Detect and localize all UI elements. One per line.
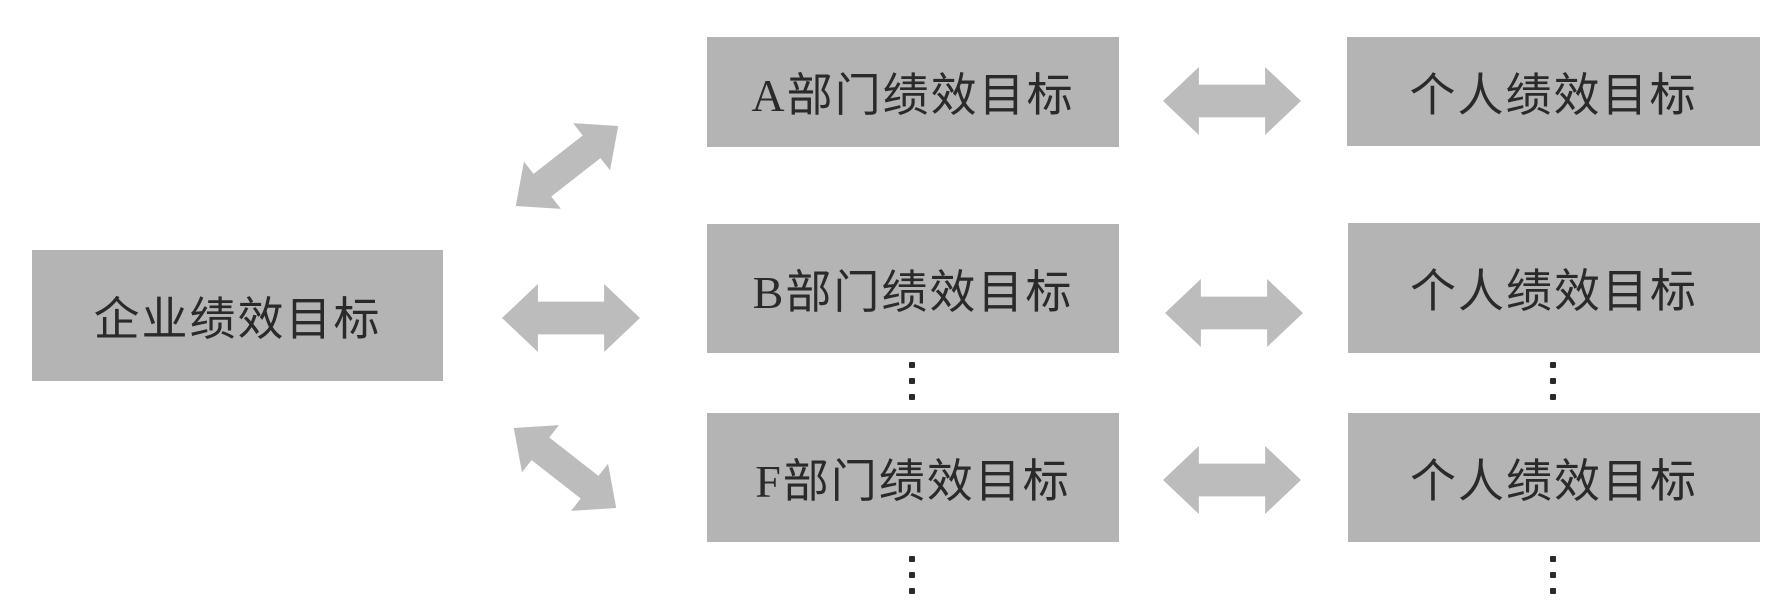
enterprise-goal-box: 企业绩效目标: [32, 250, 443, 381]
double-arrow-icon-enterprise-deptF: [495, 404, 634, 531]
individual-goal-label-3: 个人绩效目标: [1410, 455, 1698, 507]
double-arrow-icon-deptB-individual: [1165, 279, 1303, 347]
ellipsis-dots-individuals-bottom: [1550, 556, 1556, 594]
ellipsis-dots-departments-middle: [909, 362, 915, 400]
department-b-goal-box: B部门绩效目标: [707, 224, 1119, 353]
department-b-goal-label: B部门绩效目标: [752, 266, 1074, 318]
individual-goal-box-3: 个人绩效目标: [1348, 413, 1760, 542]
individual-goal-box-2: 个人绩效目标: [1348, 223, 1760, 353]
department-f-goal-label: F部门绩效目标: [755, 455, 1071, 507]
individual-goal-label-1: 个人绩效目标: [1409, 69, 1698, 121]
ellipsis-dots-individuals-middle: [1550, 362, 1556, 400]
individual-goal-box-1: 个人绩效目标: [1347, 37, 1760, 146]
double-arrow-icon-deptA-individual: [1163, 67, 1301, 135]
department-f-goal-box: F部门绩效目标: [707, 413, 1119, 542]
individual-goal-label-2: 个人绩效目标: [1410, 266, 1698, 317]
double-arrow-icon-deptF-individual: [1163, 446, 1301, 514]
double-arrow-icon-enterprise-deptA: [497, 102, 636, 229]
department-a-goal-box: A部门绩效目标: [707, 37, 1119, 147]
enterprise-goal-label: 企业绩效目标: [93, 293, 382, 345]
ellipsis-dots-departments-bottom: [909, 556, 915, 594]
double-arrow-icon-enterprise-deptB: [502, 284, 640, 352]
department-a-goal-label: A部门绩效目标: [751, 70, 1075, 121]
